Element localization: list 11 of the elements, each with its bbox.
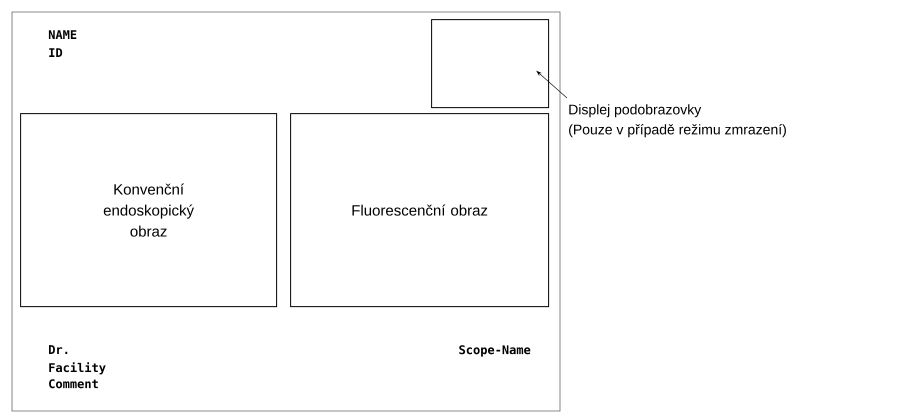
sub-screen-box	[431, 19, 550, 108]
field-label: Scope-Name	[459, 345, 530, 357]
field-label: Dr.	[49, 345, 68, 354]
field-label: Comment	[49, 379, 98, 388]
field-label: NAME	[48, 30, 76, 39]
callout-text: Displej podobrazovky (Pouze v případě režimu zmrazení)	[569, 104, 786, 138]
image-area: Fluorescenční obraz	[290, 113, 550, 308]
image-area: Konvenční endoskopický obraz	[20, 113, 278, 308]
field-label: Facility	[49, 362, 106, 374]
field-label: ID	[49, 48, 62, 57]
screen-frame	[12, 12, 560, 412]
